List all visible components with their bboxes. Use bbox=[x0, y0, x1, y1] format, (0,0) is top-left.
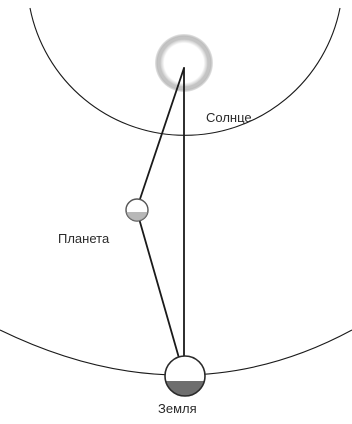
sun-label: Солнце bbox=[206, 110, 252, 125]
planet bbox=[126, 199, 148, 222]
line-planet-earth bbox=[138, 215, 183, 372]
line-sun-planet bbox=[138, 68, 184, 205]
planet-label: Планета bbox=[58, 231, 110, 246]
earth-label: Земля bbox=[158, 401, 197, 416]
earth bbox=[165, 356, 205, 397]
